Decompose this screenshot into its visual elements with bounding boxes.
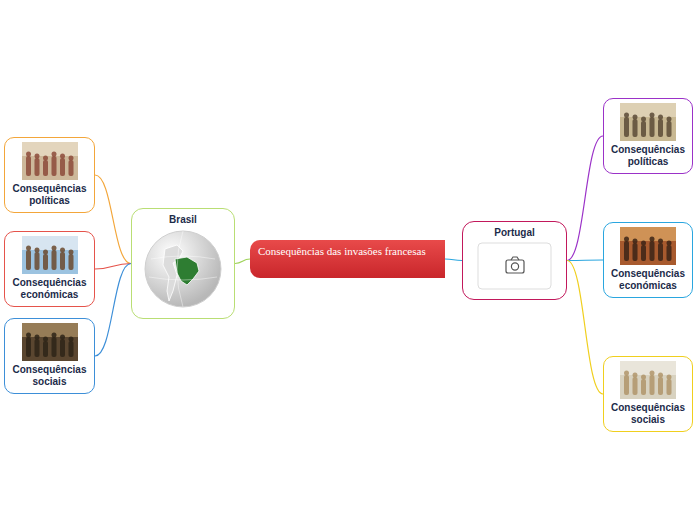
node-label: Consequências políticas (608, 144, 688, 168)
branch-connector (235, 259, 250, 264)
branch-connector (95, 175, 131, 264)
thumbnail-picture (620, 227, 676, 265)
node-label: Consequências sociais (9, 364, 90, 388)
subtopic-box: Consequências económicas (4, 231, 95, 307)
topic-box: Portugal (462, 221, 567, 300)
node-label: Portugal (469, 227, 560, 239)
thumbnail-picture (22, 142, 78, 180)
subtopic-box: Consequências políticas (4, 137, 95, 213)
thumbnail-picture (620, 361, 676, 399)
branch-connector (567, 261, 603, 395)
subtopic-box: Consequências sociais (4, 318, 95, 394)
node-label: Brasil (138, 214, 228, 226)
node-label: Consequências económicas (608, 268, 688, 292)
branch-connector (95, 264, 131, 357)
branch-connector (445, 259, 462, 261)
node-label: Consequências das invasões francesas (258, 245, 437, 257)
branch-connector (567, 136, 603, 261)
node-label: Consequências económicas (9, 277, 90, 301)
subtopic-box: Consequências sociais (603, 356, 693, 432)
thumbnail-picture (620, 103, 676, 141)
subtopic-box: Consequências políticas (603, 98, 693, 174)
branch-connector (567, 259, 603, 261)
node-label: Consequências sociais (608, 402, 688, 426)
image-placeholder (477, 242, 552, 290)
node-label: Consequências políticas (9, 183, 90, 207)
topic-box: Brasil (131, 208, 235, 319)
globe-illustration (143, 229, 223, 309)
subtopic-box: Consequências económicas (603, 222, 693, 298)
central-topic: Consequências das invasões francesas (250, 240, 445, 278)
thumbnail-picture (22, 323, 78, 361)
thumbnail-picture (22, 236, 78, 274)
